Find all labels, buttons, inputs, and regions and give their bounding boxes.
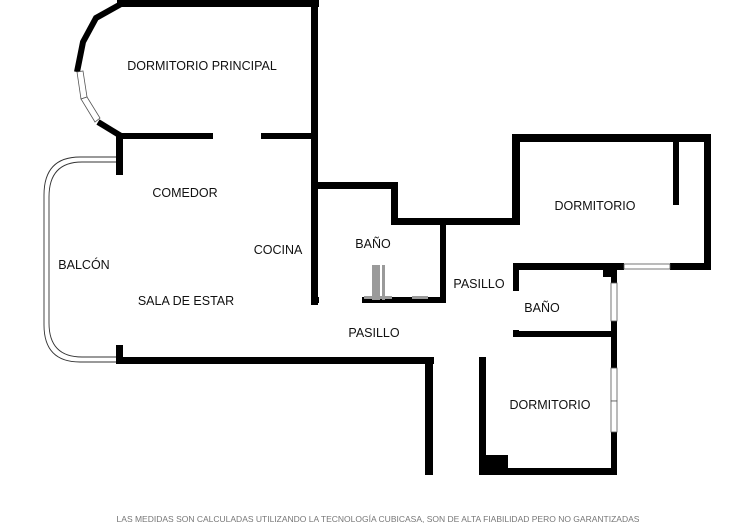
room-label-master-bedroom: DORMITORIO PRINCIPAL	[127, 59, 277, 73]
room-label-bedroom-ne: DORMITORIO	[554, 199, 635, 213]
disclaimer-footer: LAS MEDIDAS SON CALCULADAS UTILIZANDO LA…	[117, 514, 640, 524]
room-label-bedroom-se: DORMITORIO	[509, 398, 590, 412]
windows	[76, 70, 671, 433]
bay-wall	[74, 1, 123, 73]
room-label-living: SALA DE ESTAR	[138, 294, 234, 308]
room-label-dining: COMEDOR	[152, 186, 217, 200]
bathroom-fixtures	[364, 265, 428, 300]
balcony-railing	[43, 156, 117, 363]
room-label-kitchen: COCINA	[254, 243, 303, 257]
room-label-hall-1: PASILLO	[453, 277, 504, 291]
room-label-balcony: BALCÓN	[58, 257, 109, 272]
room-label-bath-1: BAÑO	[355, 237, 391, 251]
room-label-hall-2: PASILLO	[348, 326, 399, 340]
room-label-bath-2: BAÑO	[524, 301, 560, 315]
